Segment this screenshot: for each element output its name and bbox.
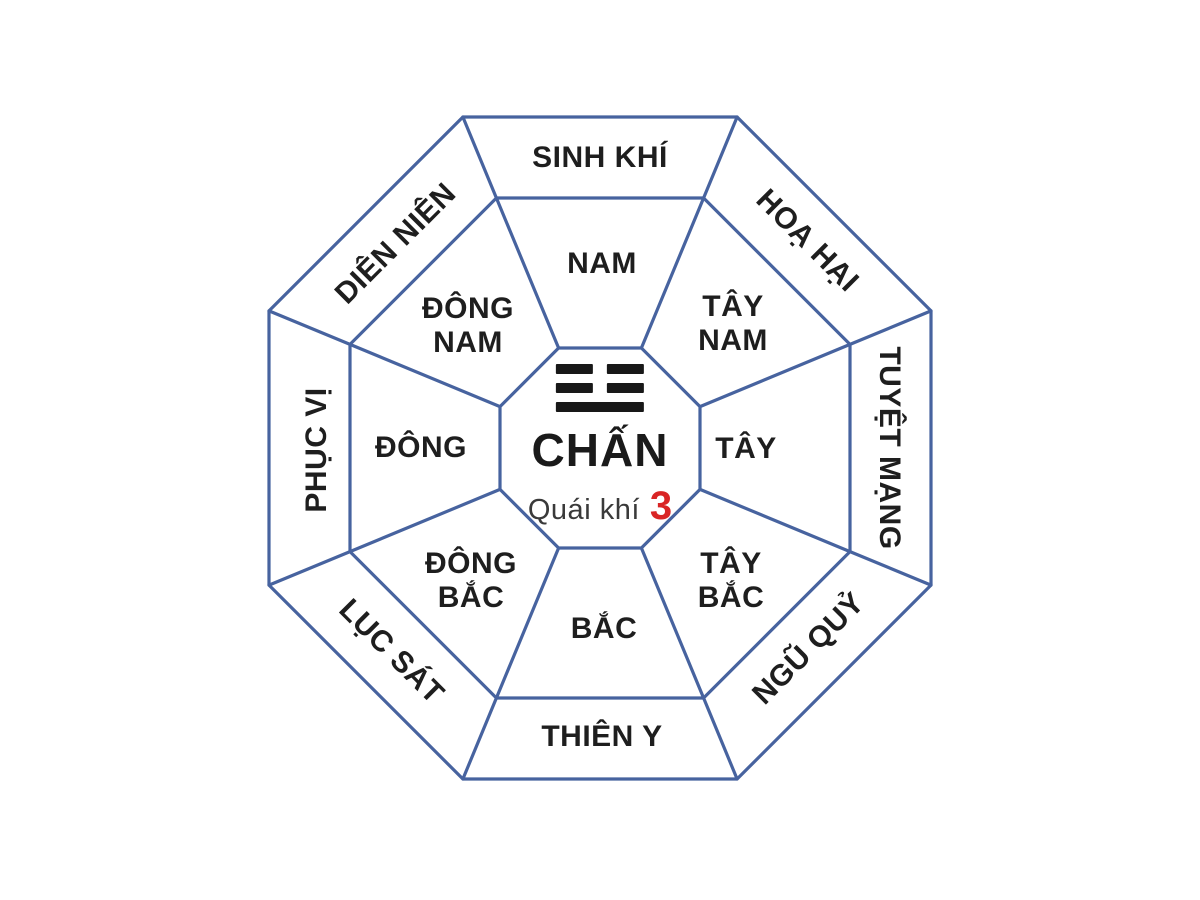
direction-label-bac: BẮC	[570, 611, 638, 645]
trigram-broken-line	[556, 383, 644, 393]
direction-label-dong-nam: ĐÔNG NAM	[422, 291, 514, 359]
spoke-lines	[267, 115, 933, 781]
center-trigram-name: CHẤN	[531, 424, 669, 476]
outer-label-phuc-vi: PHỤC VỊ	[299, 387, 333, 513]
direction-label-tay-bac: TÂY BẮC	[697, 546, 765, 614]
center-panel: CHẤN Quái khí 3	[528, 364, 672, 527]
quai-khi-number: 3	[649, 484, 673, 528]
trigram-solid-line	[556, 402, 644, 412]
direction-label-nam: NAM	[567, 246, 637, 280]
direction-label-tay-nam: TÂY NAM	[698, 289, 768, 357]
quai-khi-label: Quái khí	[527, 494, 640, 526]
direction-label-dong-bac: ĐÔNG BẮC	[425, 546, 517, 614]
outer-label-sinh-khi: SINH KHÍ	[532, 140, 668, 174]
direction-label-tay: TÂY	[715, 431, 777, 465]
outer-label-tuyet-mang: TUYỆT MẠNG	[873, 346, 907, 550]
trigram-broken-line	[556, 364, 644, 374]
direction-label-dong: ĐÔNG	[375, 430, 467, 464]
outer-label-thien-y: THIÊN Y	[541, 719, 663, 753]
quai-khi-row: Quái khí 3	[528, 486, 672, 527]
chan-trigram-icon	[556, 364, 644, 412]
